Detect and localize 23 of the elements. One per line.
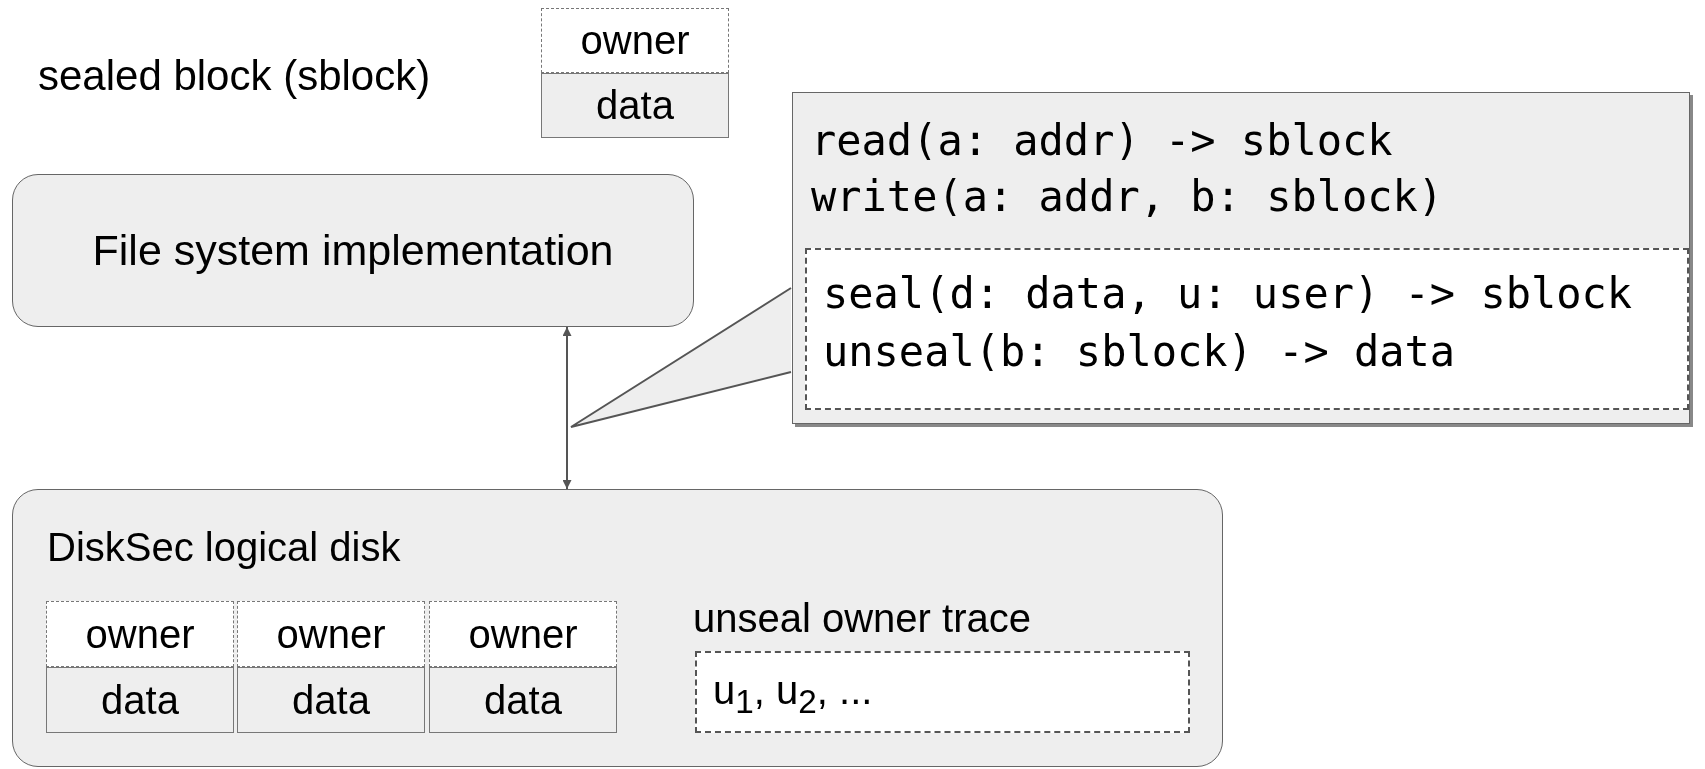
function-signature: seal(d: data, u: user) -> sblock	[823, 270, 1633, 319]
block-field: data	[541, 73, 729, 138]
disk-panel	[12, 489, 1223, 767]
callout-box	[792, 92, 1690, 424]
block-field: owner	[429, 601, 617, 667]
function-signature: write(a: addr, b: sblock)	[811, 173, 1444, 222]
callout-pointer	[570, 287, 792, 428]
block-field: owner	[46, 601, 234, 667]
component-label: File system implementation	[92, 226, 614, 275]
trace-text: u$_{1}$, u$_{2}$, ...	[713, 667, 873, 722]
block-field: data	[429, 667, 617, 733]
double-arrow	[562, 326, 572, 490]
function-signature: unseal(b: sblock) -> data	[823, 328, 1456, 377]
block-field: data	[237, 667, 425, 733]
block-field: owner	[237, 601, 425, 667]
block-field: data	[46, 667, 234, 733]
function-list-box	[805, 248, 1689, 410]
function-signature: read(a: addr) -> sblock	[811, 117, 1393, 166]
panel-title: DiskSec logical disk	[47, 524, 401, 570]
legend-caption: sealed block (sblock)	[38, 52, 431, 100]
section-label: unseal owner trace	[693, 596, 1031, 641]
block-field: owner	[541, 8, 729, 73]
trace-box	[695, 651, 1190, 733]
